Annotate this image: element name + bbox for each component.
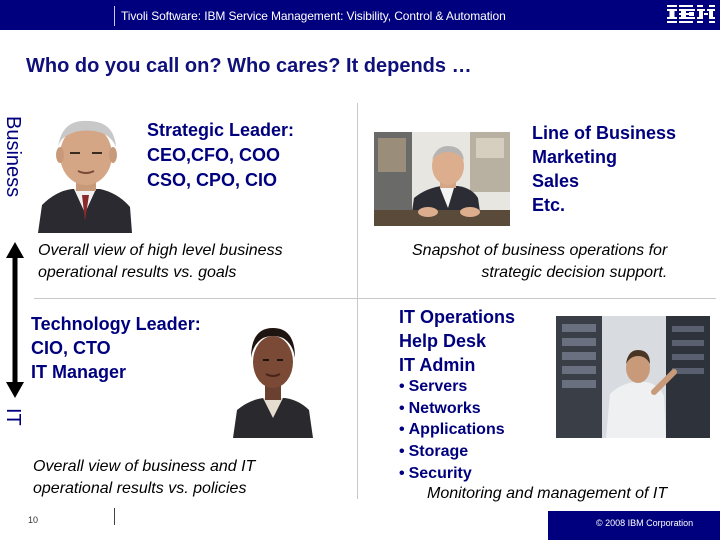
ceo-photo [38, 109, 132, 233]
it-operations-role-line: IT Admin [399, 355, 476, 375]
description-line: Overall view of business and IT [33, 458, 256, 475]
bullet-icon: • [399, 378, 405, 395]
strategic-leader-role-line: Strategic Leader: [147, 120, 295, 140]
bullet-text: Security [408, 464, 472, 482]
axis-label-business-text: Business [2, 116, 24, 198]
header-separator [114, 6, 115, 26]
bullet-icon: • [399, 464, 405, 482]
technology-leader-photo [233, 314, 313, 438]
slide-title: Who do you call on? Who cares? It depend… [26, 55, 472, 77]
line-of-business-role-line: Etc. [532, 195, 566, 215]
it-operations-bullet-list: •Servers •Networks •Applications •Storag… [399, 376, 505, 485]
it-operations-description: Monitoring and management of IT [427, 485, 668, 502]
list-item: •Applications [399, 419, 505, 441]
line-of-business-roles: Line of Business Marketing Sales Etc. [532, 121, 676, 217]
technology-leader-role-line: IT Manager [31, 362, 127, 382]
footer-separator [114, 508, 115, 525]
copyright-text: © 2008 IBM Corporation [596, 518, 694, 528]
list-item: •Security [399, 463, 505, 485]
strategic-leader-role-line: CEO,CFO, COO [147, 145, 281, 165]
strategic-leader-roles: Strategic Leader: CEO,CFO, COO CSO, CPO,… [147, 118, 294, 193]
it-operations-roles: IT Operations Help Desk IT Admin [399, 305, 515, 377]
strategic-leader-role-line: CSO, CPO, CIO [147, 170, 278, 190]
footer-bar [548, 511, 720, 540]
technology-leader-description: Overall view of business and IT operatio… [33, 456, 255, 500]
bullet-text: Applications [408, 421, 505, 439]
line-of-business-role-line: Marketing [532, 147, 618, 167]
axis-label-it-text: IT [2, 408, 24, 426]
quadrant-divider-horizontal [34, 298, 716, 299]
bullet-text: Storage [408, 443, 469, 461]
bullet-icon: • [399, 399, 405, 417]
axis-label-it: IT [2, 402, 26, 442]
description-line: operational results vs. policies [33, 480, 247, 497]
description-line: operational results vs. goals [38, 264, 237, 281]
it-operations-role-line: Help Desk [399, 331, 487, 351]
page-number: 10 [28, 515, 39, 525]
bullet-icon: • [399, 421, 405, 439]
line-of-business-role-line: Line of Business [532, 123, 677, 143]
quadrant-divider-vertical [357, 103, 358, 499]
header-title: Tivoli Software: IBM Service Management:… [121, 9, 506, 23]
description-line: Overall view of high level business [38, 242, 283, 259]
bullet-text: Networks [408, 399, 481, 417]
axis-label-business: Business [2, 112, 26, 232]
header-bar [0, 0, 720, 30]
list-item: •Servers [399, 376, 505, 398]
it-operations-role-line: IT Operations [399, 307, 516, 327]
line-of-business-description: Snapshot of business operations for stra… [412, 240, 667, 284]
list-item: •Storage [399, 441, 505, 463]
description-line: strategic decision support. [481, 264, 668, 281]
it-operations-photo [556, 316, 710, 438]
bullet-text: Servers [408, 378, 468, 395]
ibm-logo [667, 5, 715, 23]
bullet-icon: • [399, 443, 405, 461]
technology-leader-role-line: CIO, CTO [31, 338, 111, 358]
technology-leader-role-line: Technology Leader: [31, 314, 201, 334]
description-line: Snapshot of business operations for [412, 242, 668, 259]
strategic-leader-description: Overall view of high level business oper… [38, 240, 283, 284]
business-manager-photo [374, 132, 510, 226]
list-item: •Networks [399, 398, 505, 420]
line-of-business-role-line: Sales [532, 171, 580, 191]
technology-leader-roles: Technology Leader: CIO, CTO IT Manager [31, 312, 201, 384]
double-arrow-icon [6, 242, 24, 398]
